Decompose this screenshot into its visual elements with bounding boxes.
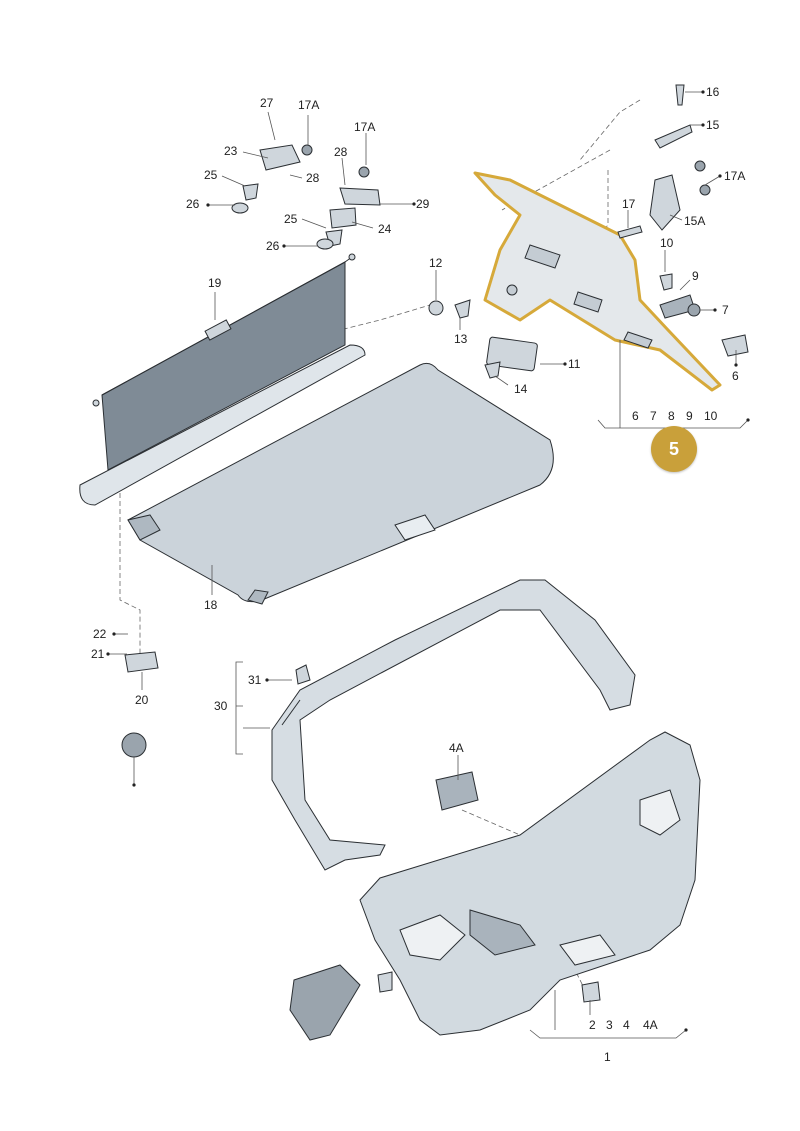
callout-31: 31 — [248, 673, 262, 687]
callout-17a: 17A — [724, 169, 746, 183]
callout-28: 28 — [306, 171, 320, 185]
leader-lines — [108, 91, 749, 1039]
leader-dots — [106, 90, 750, 1032]
callout-9: 9 — [692, 269, 699, 283]
callout-13: 13 — [454, 332, 468, 346]
callout-7: 7 — [650, 409, 657, 423]
callout-23: 23 — [224, 144, 238, 158]
callout-2: 2 — [589, 1018, 596, 1032]
callout-17a: 17A — [354, 120, 376, 134]
callout-4a: 4A — [643, 1018, 658, 1032]
callout-10: 10 — [660, 236, 674, 250]
callout-6: 6 — [632, 409, 639, 423]
callout-19: 19 — [208, 276, 222, 290]
small-parts — [121, 84, 749, 1041]
callout-6: 6 — [732, 369, 739, 383]
tailgate-upper-trim-part-30 — [271, 579, 636, 871]
callout-26: 26 — [186, 197, 200, 211]
callout-12: 12 — [429, 256, 443, 270]
callout-18: 18 — [204, 598, 218, 612]
callout-28: 28 — [334, 145, 348, 159]
callout-15: 15 — [706, 118, 720, 132]
callout-3: 3 — [606, 1018, 613, 1032]
callout-25: 25 — [204, 168, 218, 182]
tailgate-lower-trim-part-1 — [359, 731, 701, 1036]
callout-1: 1 — [604, 1050, 611, 1064]
callout-8: 8 — [668, 409, 675, 423]
callout-4a: 4A — [449, 741, 464, 755]
callout-9: 9 — [686, 409, 693, 423]
callout-30: 30 — [214, 699, 228, 713]
side-trim-panel-part-5-highlighted — [473, 171, 722, 392]
callout-7: 7 — [722, 303, 729, 317]
callout-24: 24 — [378, 222, 392, 236]
callout-20: 20 — [135, 693, 149, 707]
callout-15a: 15A — [684, 214, 706, 228]
cargo-net-part-19 — [92, 253, 356, 471]
callout-29: 29 — [416, 197, 430, 211]
luggage-cover-part-18 — [79, 344, 554, 605]
callout-14: 14 — [514, 382, 528, 396]
callout-11: 11 — [568, 357, 581, 371]
callout-25: 25 — [284, 212, 298, 226]
callout-21: 21 — [91, 647, 105, 661]
callout-17a: 17A — [298, 98, 320, 112]
callout-26: 26 — [266, 239, 280, 253]
callout-16: 16 — [706, 85, 720, 99]
highlighted-part-badge-5: 5 — [651, 426, 697, 472]
callout-10: 10 — [704, 409, 718, 423]
callout-4: 4 — [623, 1018, 630, 1032]
callout-22: 22 — [93, 627, 107, 641]
callout-17: 17 — [622, 197, 636, 211]
callout-27: 27 — [260, 96, 274, 110]
